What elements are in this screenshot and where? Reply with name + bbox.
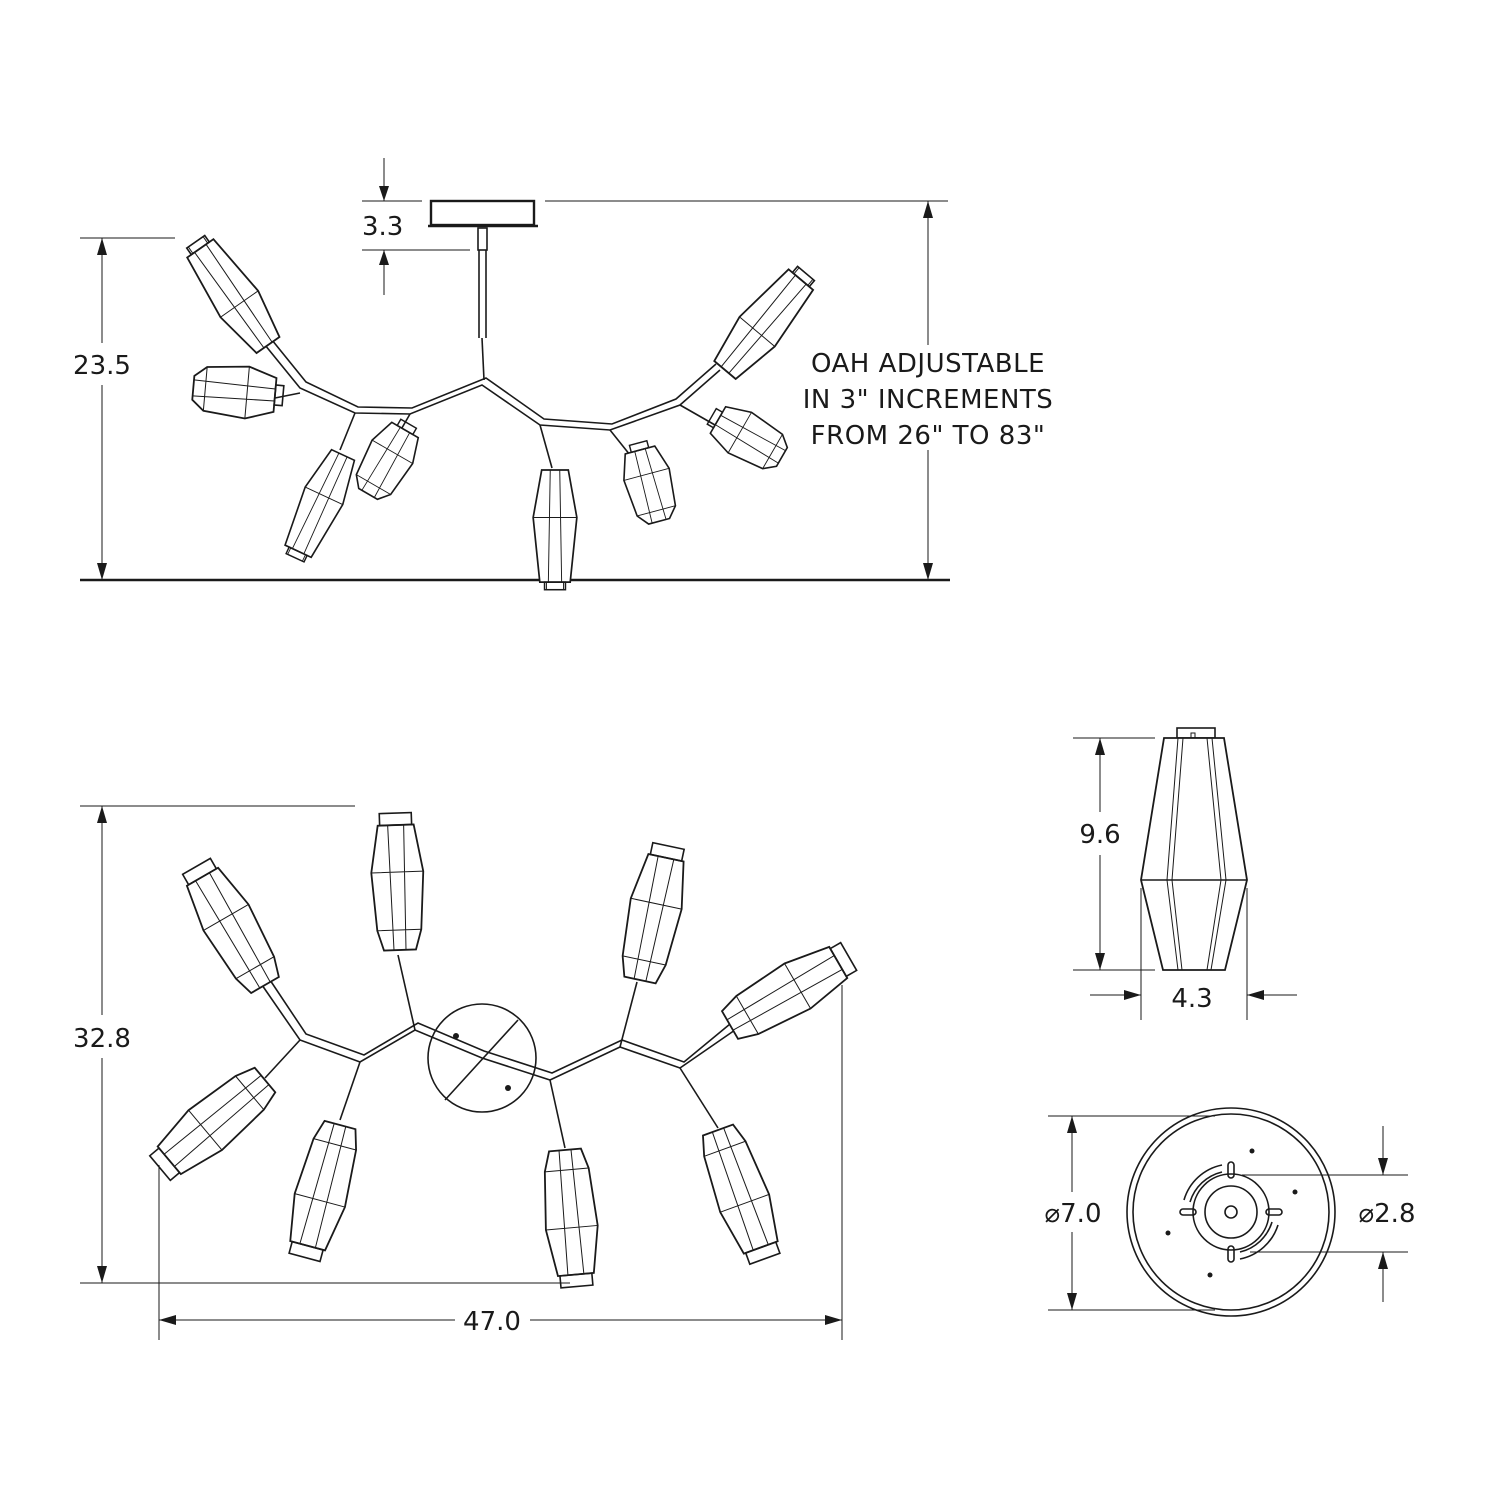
pendant-shades-elevation xyxy=(175,227,825,591)
oah-note-line3: FROM 26" TO 83" xyxy=(811,421,1046,451)
oah-note-line2: IN 3" INCREMENTS xyxy=(803,385,1054,415)
plan-view: 32.8 47.0 xyxy=(73,805,863,1340)
plan-width-label: 47.0 xyxy=(463,1307,521,1337)
canopy-height-label: 3.3 xyxy=(362,212,403,242)
glass-shade-detail: 9.6 4.3 xyxy=(1073,727,1297,1020)
elevation-view: 3.3 OAH ADJUSTABLE IN 3" INCREMENTS FROM… xyxy=(73,158,1054,591)
plan-depth-label: 32.8 xyxy=(73,1024,131,1054)
branch-arms-plan xyxy=(261,954,736,1149)
oah-note-line1: OAH ADJUSTABLE xyxy=(811,349,1045,379)
canopy-bottom-detail: ⌀7.0 ⌀2.8 xyxy=(1044,1107,1416,1317)
glass-height-label: 9.6 xyxy=(1079,820,1120,850)
canopy-plan-circle xyxy=(427,1003,537,1113)
glass-width-label: 4.3 xyxy=(1171,984,1212,1014)
canopy-plate xyxy=(429,199,536,227)
canopy-inner-diameter-label: ⌀2.8 xyxy=(1358,1199,1415,1229)
canopy-outer-diameter-label: ⌀7.0 xyxy=(1044,1199,1101,1229)
pendant-shades-plan xyxy=(142,811,863,1290)
fixture-height-label: 23.5 xyxy=(73,351,131,381)
